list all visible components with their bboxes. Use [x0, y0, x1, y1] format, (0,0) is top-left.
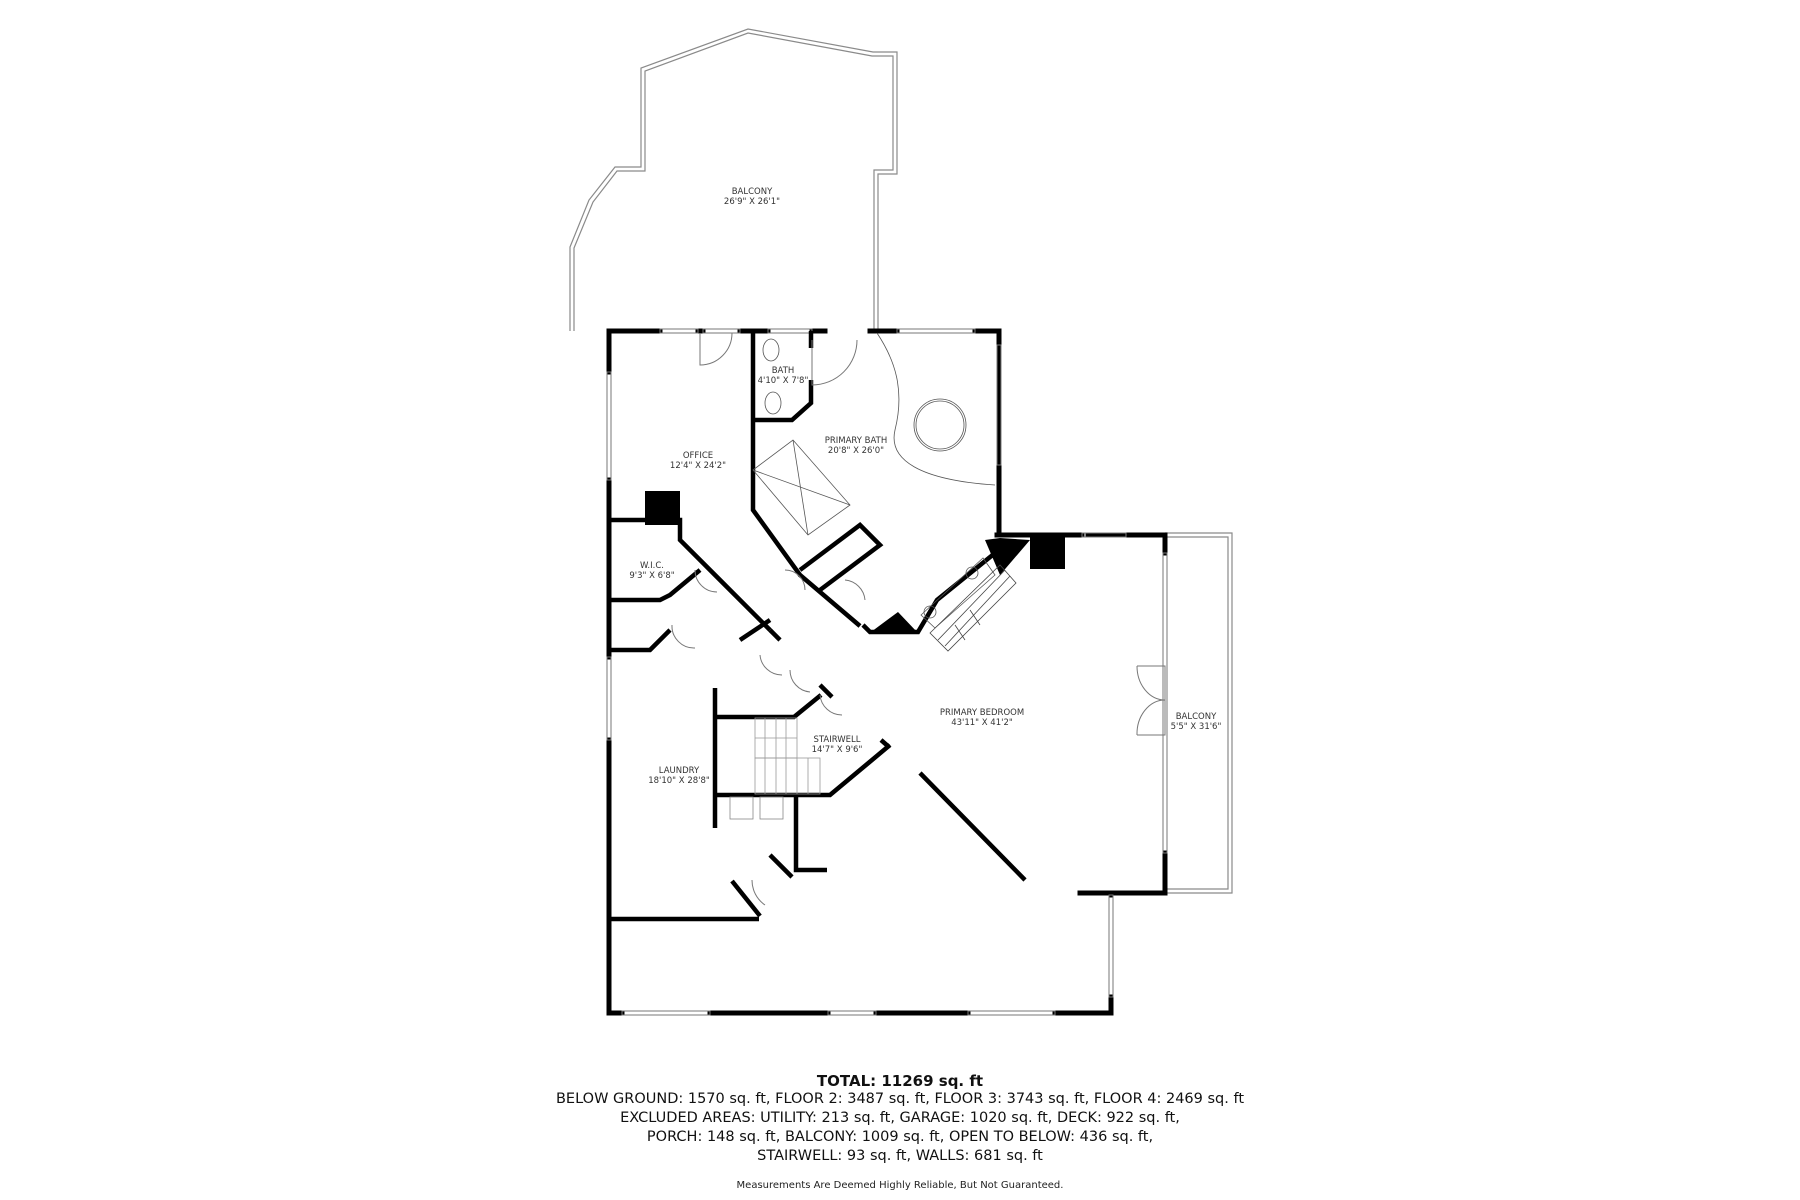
room-dims: 18'10" X 28'8" [648, 776, 710, 786]
interior-walls [609, 331, 1027, 922]
room-name: OFFICE [682, 451, 714, 461]
room-dims: 14'7" X 9'6" [811, 745, 863, 755]
floor-areas: BELOW GROUND: 1570 sq. ft, FLOOR 2: 3487… [555, 1091, 1244, 1107]
door-swings [671, 332, 1166, 906]
right-balcony-railing [1165, 532, 1233, 894]
excluded-areas-1: EXCLUDED AREAS: UTILITY: 213 sq. ft, GAR… [620, 1110, 1180, 1126]
exterior-walls [606, 328, 1168, 1016]
room-dims: 26'9" X 26'1" [723, 197, 781, 207]
disclaimer: Measurements Are Deemed Highly Reliable,… [736, 1180, 1064, 1191]
room-dims: 43'11" X 41'2" [951, 718, 1013, 728]
room-dims: 12'4" X 24'2" [669, 461, 727, 471]
excluded-areas-3: STAIRWELL: 93 sq. ft, WALLS: 681 sq. ft [757, 1148, 1043, 1164]
room-dims: 9'3" X 6'8" [629, 571, 675, 581]
room-name: PRIMARY BATH [824, 436, 888, 446]
room-name: PRIMARY BEDROOM [939, 708, 1025, 718]
room-label-balcony-top: BALCONY 26'9" X 26'1" [724, 187, 780, 207]
bath-fixtures [752, 332, 996, 629]
excluded-areas-2: PORCH: 148 sq. ft, BALCONY: 1009 sq. ft,… [646, 1129, 1154, 1145]
room-name: BATH [771, 366, 795, 376]
hatched-area [929, 564, 1017, 652]
room-dims: 5'5" X 31'6" [1170, 722, 1222, 732]
room-name: STAIRWELL [813, 735, 861, 745]
room-label-wic: W.I.C. 9'3" X 6'8" [629, 561, 674, 581]
total-area: TOTAL: 11269 sq. ft [816, 1072, 984, 1090]
room-label-balcony-right: BALCONY 5'5" X 31'6" [1171, 712, 1222, 732]
room-label-primary-bath: PRIMARY BATH 20'8" X 26'0" [825, 436, 888, 456]
washer-dryer [729, 796, 784, 820]
room-label-bath: BATH 4'10" X 7'8" [758, 366, 809, 386]
room-label-office: OFFICE 12'4" X 24'2" [670, 451, 726, 471]
top-balcony-railing [569, 28, 898, 331]
room-name: W.I.C. [640, 561, 664, 571]
windows [606, 328, 1168, 1016]
room-label-laundry: LAUNDRY 18'10" X 28'8" [648, 766, 710, 786]
room-name: BALCONY [1175, 712, 1217, 722]
room-dims: 4'10" X 7'8" [757, 376, 809, 386]
room-label-primary-bedroom: PRIMARY BEDROOM 43'11" X 41'2" [940, 708, 1024, 728]
room-label-stairwell: STAIRWELL 14'7" X 9'6" [812, 735, 863, 755]
stairs [754, 717, 821, 795]
room-name: BALCONY [731, 187, 773, 197]
room-name: LAUNDRY [658, 766, 700, 776]
solid-fixtures [645, 491, 1065, 632]
room-dims: 20'8" X 26'0" [827, 446, 885, 456]
